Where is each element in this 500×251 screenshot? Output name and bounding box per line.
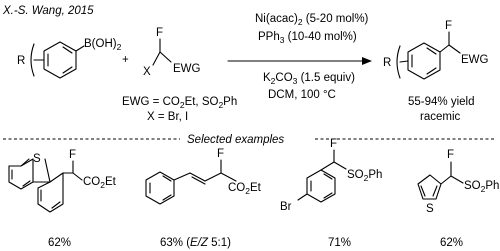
product-structure: R F EWG [383, 20, 489, 80]
example2-yield: 63% (E/Z 5:1) [160, 237, 231, 249]
example4-s-label: S [426, 203, 434, 215]
example1-ewg-label: CO2Et [83, 176, 117, 190]
solvent-temperature-condition: DCM, 100 °C [268, 89, 336, 101]
example-styryl: F CO2Et [145, 148, 262, 205]
product-r-label: R [383, 57, 391, 69]
example4-yield: 62% [440, 237, 463, 249]
plus-sign: + [122, 54, 129, 66]
catalyst-condition: Ni(acac)2 (5-20 mol%) [255, 13, 369, 27]
example1-s-label: S [33, 153, 41, 165]
aryl-boronic-acid: R B(OH)2 [17, 38, 122, 79]
x-definition: X = Br, I [147, 111, 188, 123]
example-bromophenyl: Br F SO2Ph [280, 138, 382, 213]
example2-ewg-label: CO2Et [228, 182, 262, 196]
product-ewg-label: EWG [461, 54, 489, 66]
example3-br-label: Br [280, 201, 292, 213]
reagent-x-label: X [143, 66, 151, 78]
reagent-f-label: F [156, 27, 163, 39]
example3-f-label: F [330, 138, 337, 150]
yield-range: 55-94% yield [408, 96, 474, 108]
example-dibenzothiophene: S F CO2Et [8, 149, 117, 213]
example1-f-label: F [69, 149, 76, 161]
example-thienyl: S F SO2Ph [417, 149, 499, 215]
reagent-ewg-label: EWG [173, 63, 201, 75]
reaction-arrow [227, 57, 372, 65]
examples-title: Selected examples [187, 134, 284, 146]
product-f-label: F [445, 20, 452, 32]
example1-yield: 62% [48, 237, 71, 249]
ewg-definition: EWG = CO2Et, SO2Ph [122, 96, 237, 110]
boronic-acid-label: B(OH)2 [84, 38, 122, 52]
stereo-outcome: racemic [420, 111, 461, 123]
example3-ewg-label: SO2Ph [347, 169, 382, 183]
example4-ewg-label: SO2Ph [464, 180, 499, 194]
ligand-condition: PPh3 (10-40 mol%) [258, 31, 357, 45]
fluoro-reagent: F X EWG [143, 27, 201, 78]
example4-f-label: F [447, 149, 454, 161]
r-substituent-label: R [17, 55, 25, 67]
example3-yield: 71% [328, 237, 351, 249]
author-citation: X.-S. Wang, 2015 [2, 5, 94, 17]
base-condition: K2CO3 (1.5 equiv) [263, 72, 355, 86]
example2-f-label: F [217, 148, 224, 160]
